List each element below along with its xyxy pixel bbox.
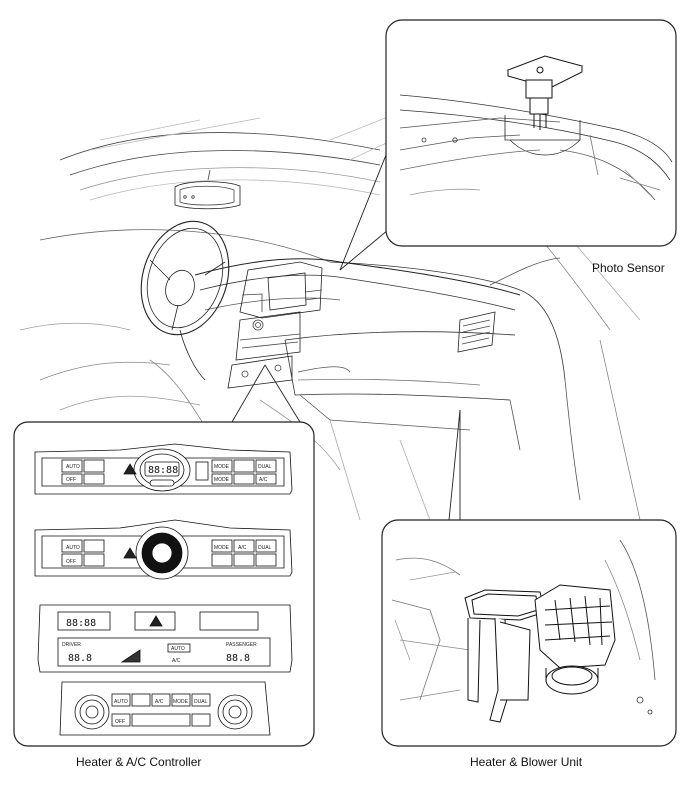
steering-wheel — [140, 220, 230, 381]
btn-dual-label-4: DUAL — [194, 699, 208, 705]
btn-dual-label-2: DUAL — [258, 545, 272, 551]
controller-3-text: 88:88 88.8 88.8 AUTO A/C DRIVER PASSENGE… — [62, 618, 257, 664]
btn-auto-label: AUTO — [66, 464, 80, 470]
btn-mode-label-3: MODE — [214, 545, 230, 551]
btn-off-label-2: OFF — [66, 559, 76, 565]
controller-label: Heater & A/C Controller — [76, 755, 201, 769]
btn-auto-label-2: AUTO — [66, 545, 80, 551]
lcd-passenger-label: PASSENGER — [226, 642, 257, 648]
btn-dual-label: DUAL — [258, 464, 272, 470]
photo-sensor-label: Photo Sensor — [592, 261, 665, 275]
btn-off-label: OFF — [66, 477, 76, 483]
photo-sensor-part — [506, 55, 584, 130]
controller-4-text: AUTO A/C MODE DUAL OFF — [114, 699, 208, 725]
rear-view-mirror — [174, 169, 241, 210]
passenger-vent — [457, 311, 496, 353]
blower-housing — [534, 584, 616, 695]
btn-mode-label-4: MODE — [173, 699, 189, 705]
btn-off-label-4: OFF — [115, 719, 125, 725]
controller-2-text: AUTO OFF MODE A/C DUAL — [66, 545, 272, 565]
center-stack — [227, 261, 323, 389]
controller-variant-3 — [37, 604, 293, 673]
car-interior-illustration — [19, 44, 641, 521]
blower-unit-inset — [381, 409, 677, 747]
lcd-readout-4: 88.8 — [226, 653, 250, 664]
lcd-readout-1: 88:88 — [148, 465, 178, 476]
btn-auto-label-4: AUTO — [114, 699, 128, 705]
controller-variant-1 — [34, 443, 293, 495]
btn-ac-label-4: A/C — [155, 699, 164, 705]
controller-variant-4 — [59, 681, 271, 736]
btn-ac-label: A/C — [259, 477, 268, 483]
blower-unit-label: Heater & Blower Unit — [470, 755, 583, 769]
lcd-readout-2: 88:88 — [66, 618, 96, 629]
lcd-ac-label: A/C — [172, 658, 181, 664]
btn-mode-label: MODE — [214, 464, 230, 470]
photo-sensor-inset — [339, 19, 677, 271]
lcd-readout-3: 88.8 — [68, 653, 92, 664]
lcd-auto-label: AUTO — [171, 646, 185, 652]
lcd-driver-label: DRIVER — [62, 642, 81, 648]
controller-inset: AUTO OFF MODE MODE DUAL A/C 88:88 AUTO O… — [13, 364, 315, 747]
btn-mode-label-2: MODE — [214, 477, 230, 483]
btn-ac-label-2: A/C — [238, 545, 247, 551]
controller-variant-2 — [34, 519, 293, 580]
controller-1-text: AUTO OFF MODE MODE DUAL A/C 88:88 — [66, 464, 272, 483]
